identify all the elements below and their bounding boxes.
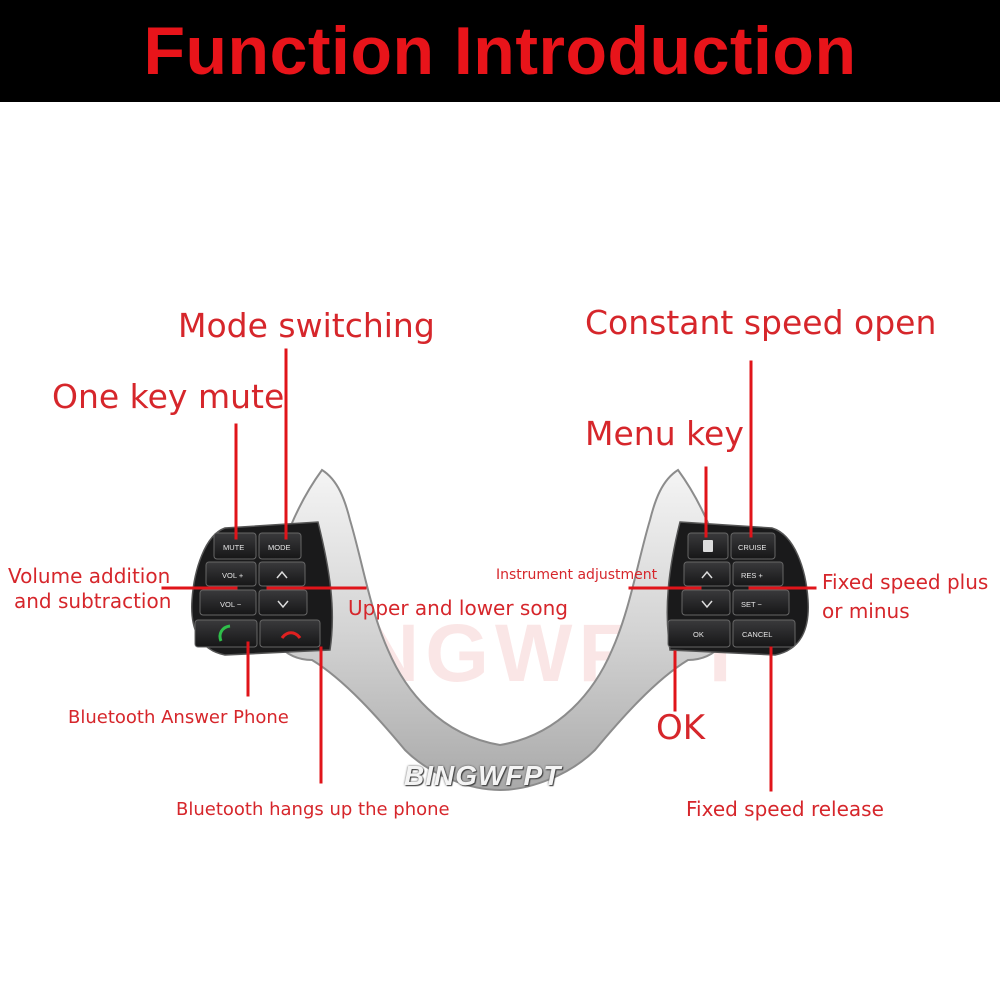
steering-controls-drawing: MUTE MODE VOL + VOL − CRUISE RES + SET −… xyxy=(161,348,817,792)
up-right-button-shape xyxy=(683,561,731,587)
label-volume-line1: Volume addition xyxy=(8,564,171,588)
svg-text:MUTE: MUTE xyxy=(223,543,244,552)
label-fixed-speed-release: Fixed speed release xyxy=(686,797,884,821)
mode-button-shape xyxy=(258,532,302,560)
svg-text:MODE: MODE xyxy=(268,543,291,552)
svg-text:CANCEL: CANCEL xyxy=(742,630,772,639)
watermark: BINGWFPT xyxy=(404,760,562,791)
cruise-button-shape xyxy=(730,532,776,560)
label-volume-line2: and subtraction xyxy=(14,589,172,613)
header-banner: Function Introduction xyxy=(0,0,1000,102)
label-fixed-speed-line2: or minus xyxy=(822,599,910,623)
label-bluetooth-answer: Bluetooth Answer Phone xyxy=(68,707,289,728)
res-button-shape xyxy=(732,561,784,587)
svg-text:VOL −: VOL − xyxy=(220,600,242,609)
label-upper-lower-song: Upper and lower song xyxy=(348,596,568,620)
up-button-shape xyxy=(258,561,306,587)
label-instrument-adjustment: Instrument adjustment xyxy=(496,567,658,583)
cancel-button-shape xyxy=(732,619,796,648)
label-constant-speed-open: Constant speed open xyxy=(585,303,937,342)
vol-minus-button-shape xyxy=(199,589,257,616)
page-title: Function Introduction xyxy=(143,13,857,89)
set-button-shape xyxy=(732,589,790,616)
label-mode-switching: Mode switching xyxy=(178,306,435,345)
label-menu-key: Menu key xyxy=(585,414,744,453)
diagram-area: NGWFPT MUTE MODE VOL + VOL − xyxy=(0,102,1000,1000)
down-button-shape xyxy=(258,589,308,616)
label-one-key-mute: One key mute xyxy=(52,377,285,416)
label-bluetooth-hangup: Bluetooth hangs up the phone xyxy=(176,799,450,820)
label-ok: OK xyxy=(656,708,706,748)
svg-text:SET −: SET − xyxy=(741,600,763,609)
svg-text:OK: OK xyxy=(693,630,704,639)
svg-text:VOL +: VOL + xyxy=(222,571,244,580)
svg-text:CRUISE: CRUISE xyxy=(738,543,766,552)
svg-text:RES +: RES + xyxy=(741,571,764,580)
leader-lines xyxy=(161,348,817,792)
answer-button-shape xyxy=(194,619,258,648)
ok-button-shape xyxy=(667,619,731,648)
vol-plus-button-shape xyxy=(205,561,257,587)
label-fixed-speed-line1: Fixed speed plus xyxy=(822,570,989,594)
down-right-button-shape xyxy=(681,589,731,616)
